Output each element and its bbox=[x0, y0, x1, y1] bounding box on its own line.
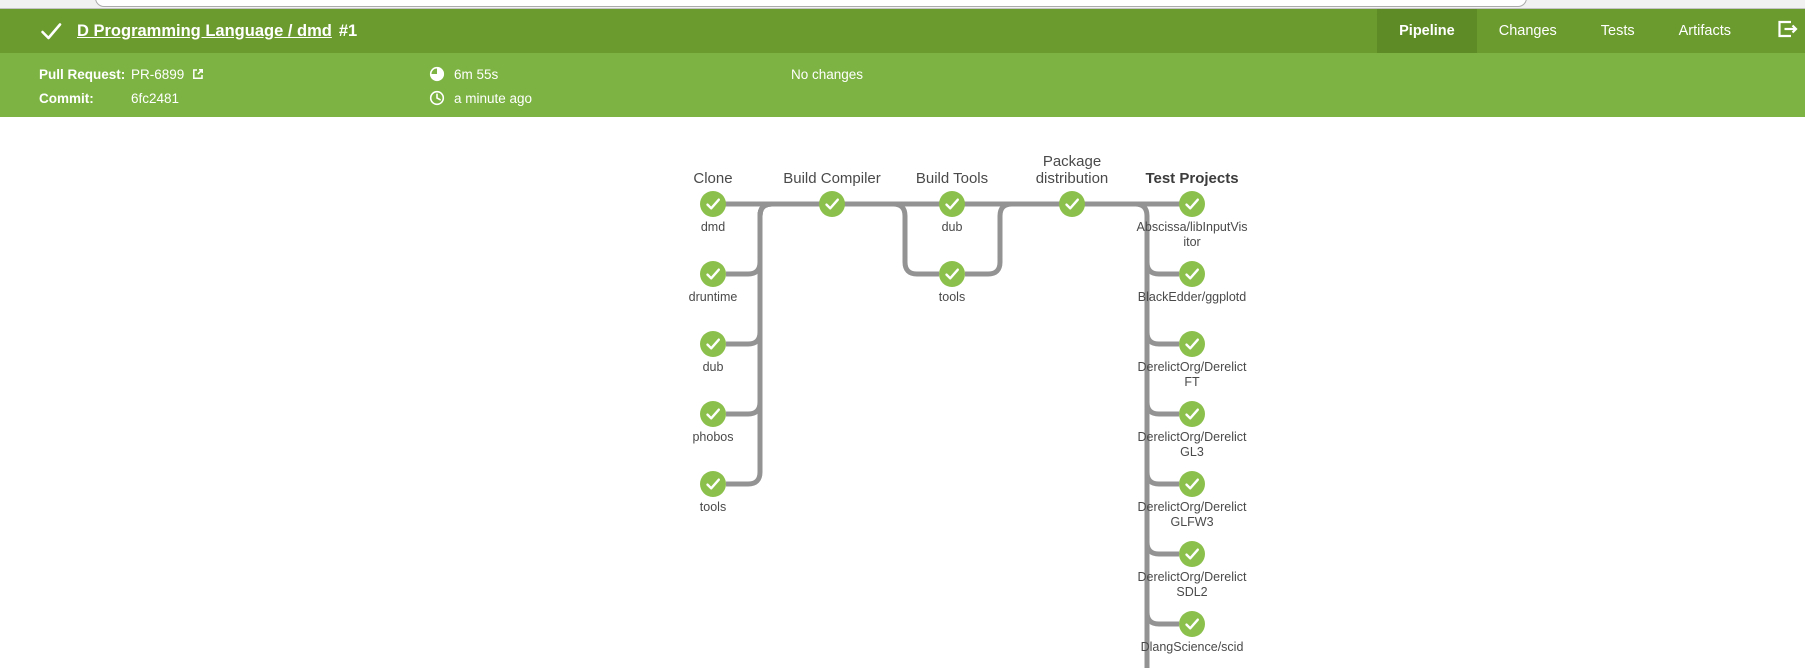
browser-url-bar[interactable] bbox=[95, 0, 1527, 7]
tab-pipeline[interactable]: Pipeline bbox=[1377, 9, 1477, 53]
stage-label: Package distribution bbox=[1035, 153, 1109, 187]
node-label: dub bbox=[702, 360, 724, 374]
node-label: dub bbox=[941, 220, 963, 234]
pipeline-node[interactable] bbox=[700, 191, 726, 217]
exit-to-classic-button[interactable] bbox=[1775, 9, 1805, 53]
duration-value: 6m 55s bbox=[454, 66, 499, 82]
stage-label: Clone bbox=[693, 169, 733, 187]
node-label: dmd bbox=[700, 220, 726, 234]
pipeline-node[interactable] bbox=[1179, 471, 1205, 497]
pipeline-connector bbox=[726, 201, 773, 277]
node-label: DerelictOrg/DerelictGL3 bbox=[1137, 430, 1247, 459]
stage-label: Test Projects bbox=[1145, 169, 1239, 187]
check-icon bbox=[706, 338, 720, 350]
node-label: DerelictOrg/DerelictGLFW3 bbox=[1137, 500, 1247, 529]
finished-time: a minute ago bbox=[454, 90, 533, 106]
pipeline-node[interactable] bbox=[819, 191, 845, 217]
pipeline-connector bbox=[965, 201, 1013, 277]
pipeline-node[interactable] bbox=[939, 191, 965, 217]
details-col-changes: No changes bbox=[791, 62, 1805, 117]
pipeline-node[interactable] bbox=[1179, 611, 1205, 637]
check-icon bbox=[945, 198, 959, 210]
pipeline-node[interactable] bbox=[1179, 401, 1205, 427]
tab-changes[interactable]: Changes bbox=[1498, 23, 1557, 39]
run-title: D Programming Language / dmd bbox=[77, 22, 332, 41]
header-tabs: Pipeline Changes Tests Artifacts bbox=[1377, 9, 1753, 53]
check-icon bbox=[1065, 198, 1079, 210]
node-label: phobos bbox=[692, 430, 734, 444]
stage-label: Build Tools bbox=[915, 169, 989, 187]
node-label: DlangScience/scid bbox=[1140, 640, 1244, 654]
pipeline-node[interactable] bbox=[1179, 261, 1205, 287]
pipeline-connector bbox=[1144, 611, 1179, 627]
check-icon bbox=[1185, 198, 1199, 210]
pipeline-graph-svg bbox=[700, 191, 1205, 668]
pull-request-link[interactable]: PR-6899 bbox=[131, 66, 185, 82]
node-label: BlackEdder/ggplotd bbox=[1137, 290, 1247, 304]
browser-chrome-strip bbox=[0, 0, 1805, 9]
changes-summary: No changes bbox=[791, 66, 864, 82]
external-link-icon[interactable] bbox=[191, 67, 205, 81]
run-details-bar: Pull Request: PR-6899 Commit: 6fc2481 bbox=[0, 53, 1805, 117]
check-icon bbox=[1185, 268, 1199, 280]
pipeline-connector bbox=[1144, 331, 1179, 347]
node-label: Abscissa/libInputVisitor bbox=[1136, 220, 1248, 249]
node-label: tools bbox=[699, 500, 727, 514]
pipeline-node[interactable] bbox=[1179, 191, 1205, 217]
pipeline-node[interactable] bbox=[1179, 541, 1205, 567]
pipeline-connector bbox=[726, 201, 773, 487]
tab-artifacts[interactable]: Artifacts bbox=[1678, 23, 1731, 39]
pipeline-connector bbox=[1144, 401, 1179, 417]
pipeline-connector bbox=[726, 201, 773, 417]
stage-label: Build Compiler bbox=[783, 169, 881, 187]
pipeline-node[interactable] bbox=[700, 401, 726, 427]
check-icon bbox=[706, 198, 720, 210]
check-icon bbox=[1185, 408, 1199, 420]
tab-tests[interactable]: Tests bbox=[1600, 23, 1635, 39]
check-icon bbox=[1185, 548, 1199, 560]
check-icon bbox=[945, 268, 959, 280]
run-number: #1 bbox=[338, 21, 358, 40]
commit-value: 6fc2481 bbox=[131, 90, 180, 106]
pipeline-connector bbox=[892, 201, 939, 277]
node-label: DerelictOrg/DerelictSDL2 bbox=[1137, 570, 1247, 599]
pipeline-connector bbox=[1134, 201, 1150, 668]
exit-icon bbox=[1775, 17, 1799, 46]
pipeline-connector bbox=[1144, 541, 1179, 557]
pipeline-connector bbox=[1144, 471, 1179, 487]
check-icon bbox=[1185, 338, 1199, 350]
check-icon bbox=[706, 408, 720, 420]
check-icon bbox=[706, 268, 720, 280]
check-icon bbox=[825, 198, 839, 210]
node-label: druntime bbox=[688, 290, 738, 304]
clock-icon bbox=[429, 90, 445, 106]
pipeline-connector bbox=[1144, 261, 1179, 277]
run-status-check-icon bbox=[39, 19, 63, 43]
check-icon bbox=[1185, 478, 1199, 490]
commit-label: Commit: bbox=[39, 90, 94, 106]
node-label: tools bbox=[938, 290, 966, 304]
check-icon bbox=[706, 478, 720, 490]
run-title-link[interactable]: D Programming Language / dmd bbox=[77, 21, 332, 40]
details-col-source: Pull Request: PR-6899 Commit: 6fc2481 bbox=[39, 62, 429, 117]
check-icon bbox=[1185, 618, 1199, 630]
pipeline-node[interactable] bbox=[1179, 331, 1205, 357]
pull-request-label: Pull Request: bbox=[39, 66, 126, 82]
node-label: DerelictOrg/DerelictFT bbox=[1137, 360, 1247, 389]
pipeline-node[interactable] bbox=[700, 471, 726, 497]
pipeline-node[interactable] bbox=[1059, 191, 1085, 217]
pipeline-node[interactable] bbox=[700, 331, 726, 357]
run-header: D Programming Language / dmd #1 Pipeline… bbox=[0, 9, 1805, 53]
pipeline-node[interactable] bbox=[700, 261, 726, 287]
pipeline-graph: Clone dmd druntime dub phobos tools Build Comp… bbox=[0, 117, 1805, 668]
details-col-timing: 6m 55s a minute ago bbox=[429, 62, 791, 117]
duration-icon bbox=[429, 66, 445, 82]
pipeline-node[interactable] bbox=[939, 261, 965, 287]
